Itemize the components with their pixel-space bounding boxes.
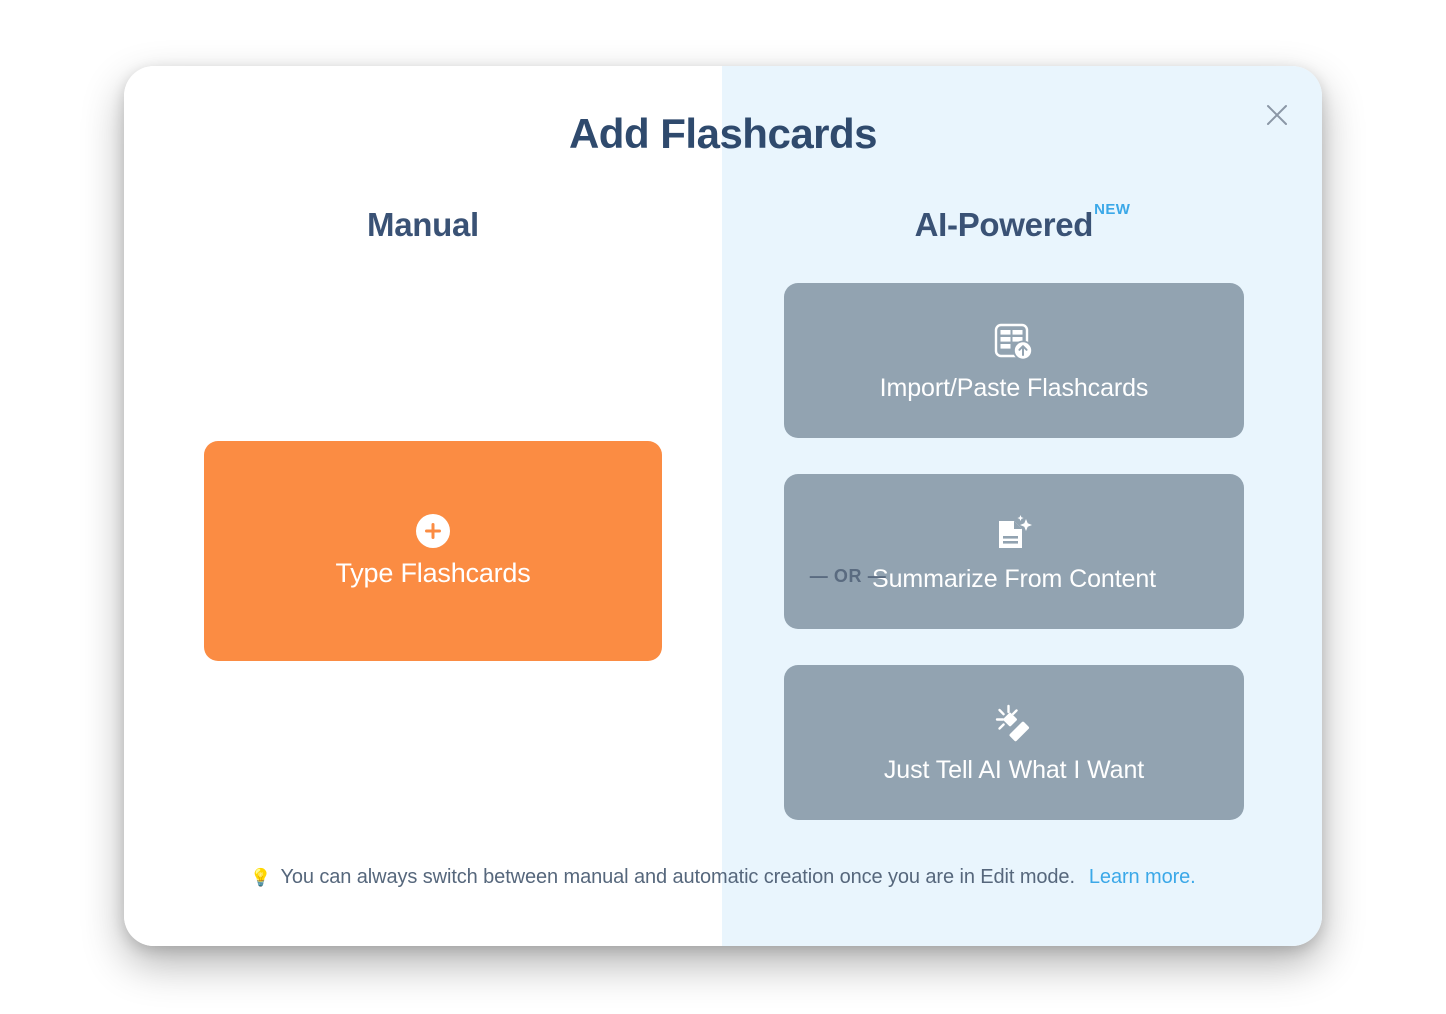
learn-more-link[interactable]: Learn more. [1088,866,1196,888]
close-icon [1262,100,1292,130]
ai-heading-text: AI-Powered [914,206,1094,243]
plus-circle-icon [416,513,450,548]
ai-actions-list: Import/Paste Flashcards Summarize [784,283,1244,820]
new-badge: NEW [1094,201,1131,218]
table-upload-icon [991,318,1037,366]
import-paste-flashcards-button[interactable]: Import/Paste Flashcards [784,283,1244,438]
lightbulb-icon: 💡 [250,868,272,887]
footer-hint: 💡 You can always switch between manual a… [124,866,1322,889]
summarize-from-content-button[interactable]: Summarize From Content [784,474,1244,629]
summarize-from-content-label: Summarize From Content [872,565,1156,593]
import-paste-flashcards-label: Import/Paste Flashcards [879,374,1149,402]
manual-heading-text: Manual [367,206,479,243]
document-sparkle-icon [991,509,1037,557]
type-flashcards-label: Type Flashcards [335,557,531,588]
magic-wand-icon [991,700,1037,748]
just-tell-ai-button[interactable]: Just Tell AI What I Want [784,665,1244,820]
page-title: Add Flashcards [568,110,878,157]
ai-column-heading: AI-PoweredNEW [722,201,1322,244]
add-flashcards-modal: Add Flashcards Manual AI-PoweredNEW — OR… [124,66,1322,946]
manual-column-heading: Manual [124,206,722,244]
or-divider: — OR — [809,566,887,586]
type-flashcards-button[interactable]: Type Flashcards [204,441,662,661]
close-button[interactable] [1256,94,1298,136]
just-tell-ai-label: Just Tell AI What I Want [883,756,1145,784]
footer-text: You can always switch between manual and… [280,866,1075,888]
